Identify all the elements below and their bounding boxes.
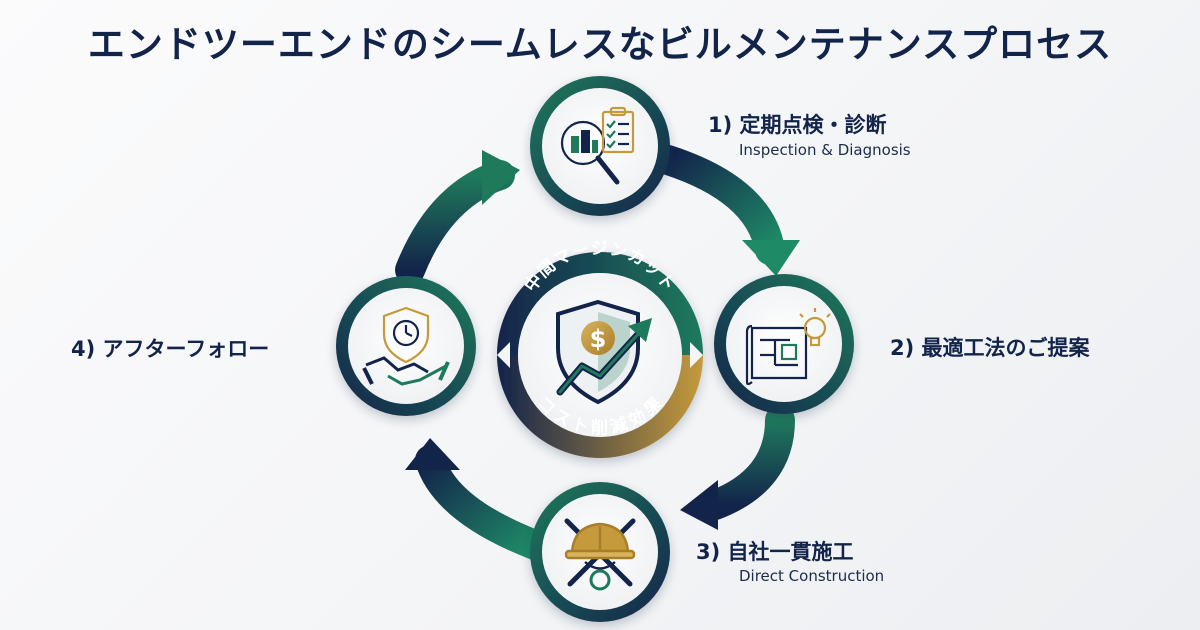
step-3-sub: Direct Construction: [739, 567, 885, 585]
building-inspection-icon: [560, 106, 635, 185]
arrow-2-to-3: [680, 405, 795, 530]
arrow-1-to-2: [653, 145, 800, 276]
step-2-label: 2) 最適工法のご提案: [890, 336, 1090, 360]
step-3-label: 3) 自社一貫施工: [696, 540, 854, 564]
step-1-label: 1) 定期点検・診断: [708, 113, 887, 137]
arrow-3-to-4: [405, 438, 550, 560]
shield-dollar-growth-icon: $: [556, 299, 652, 405]
hardhat-tools-icon: [564, 518, 636, 591]
page-title: エンドツーエンドのシームレスなビルメンテナンスプロセス: [87, 23, 1113, 66]
blueprint-lightbulb-icon: [745, 308, 831, 386]
svg-text:$: $: [590, 325, 607, 353]
step-4-label: 4) アフターフォロー: [71, 337, 270, 361]
handshake-clock-shield-icon: [362, 306, 450, 386]
arrow-4-to-1: [395, 150, 520, 285]
step-1-sub: Inspection & Diagnosis: [739, 141, 911, 159]
step-1-node: [530, 76, 670, 216]
